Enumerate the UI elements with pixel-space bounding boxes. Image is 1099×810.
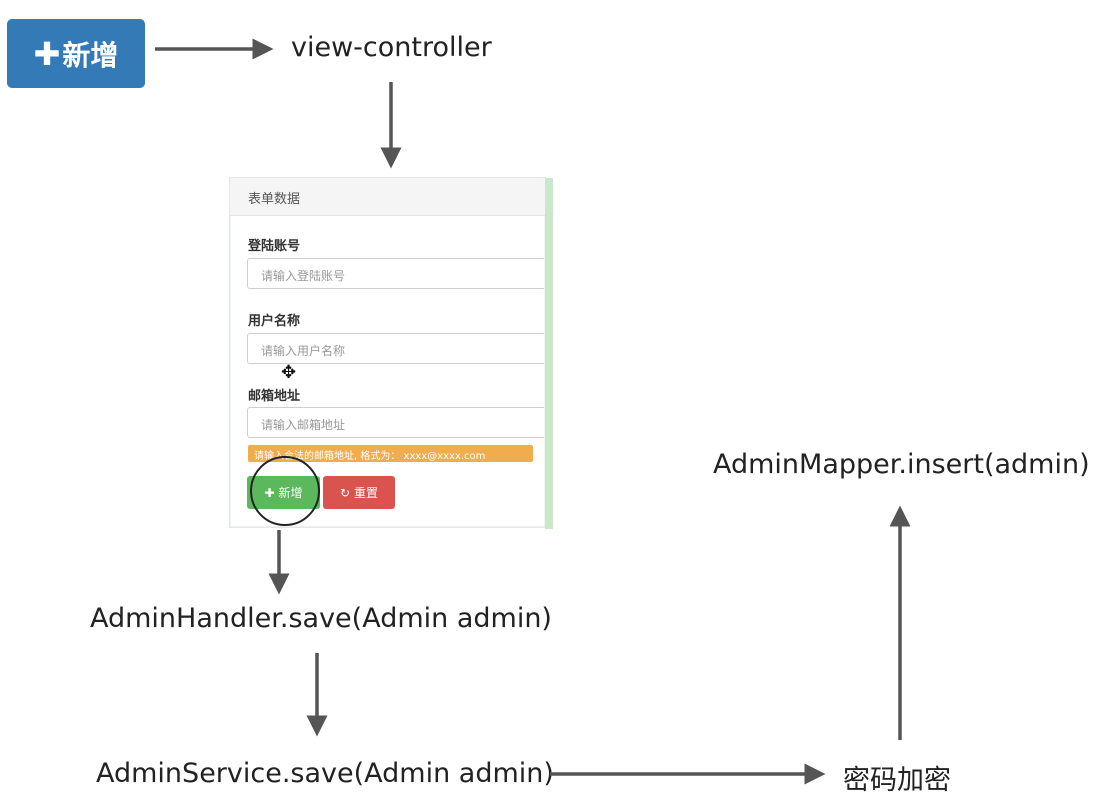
form-panel: 表单数据 登陆账号 请输入登陆账号 用户名称 请输入用户名称 ✥ 邮箱地址 请输… xyxy=(229,177,553,529)
user-name-label: 用户名称 xyxy=(248,314,301,329)
email-placeholder: 请输入邮箱地址 xyxy=(261,418,346,432)
form-reset-button[interactable]: ↻ 重置 xyxy=(323,476,395,509)
node-admin-service-save: AdminService.save(Admin admin) xyxy=(96,758,554,789)
highlight-circle xyxy=(250,456,320,526)
add-button-large[interactable]: ✚ 新增 xyxy=(7,19,145,88)
refresh-icon: ↻ xyxy=(339,485,351,500)
user-name-placeholder: 请输入用户名称 xyxy=(261,344,346,358)
node-view-controller: view-controller xyxy=(291,32,492,63)
form-header: 表单数据 xyxy=(230,178,545,216)
node-admin-handler-save: AdminHandler.save(Admin admin) xyxy=(90,603,552,634)
login-account-label: 登陆账号 xyxy=(248,239,301,254)
email-input[interactable]: 请输入邮箱地址 xyxy=(247,407,544,438)
email-hint: 请输入合法的邮箱地址, 格式为： xxxx@xxxx.com xyxy=(248,445,533,462)
login-account-input[interactable]: 请输入登陆账号 xyxy=(247,258,544,289)
user-name-input[interactable]: 请输入用户名称 xyxy=(247,333,544,364)
add-button-label: 新增 xyxy=(62,38,119,72)
move-cursor-icon: ✥ xyxy=(281,362,297,383)
panel-side-border xyxy=(545,178,553,529)
email-label: 邮箱地址 xyxy=(248,389,301,404)
login-account-placeholder: 请输入登陆账号 xyxy=(261,269,346,283)
form-header-title: 表单数据 xyxy=(248,192,301,207)
node-admin-mapper-insert: AdminMapper.insert(admin) xyxy=(713,449,1090,480)
plus-icon: ✚ xyxy=(33,34,61,73)
node-password-encrypt: 密码加密 xyxy=(843,765,951,796)
form-reset-label: 重置 xyxy=(354,486,379,500)
